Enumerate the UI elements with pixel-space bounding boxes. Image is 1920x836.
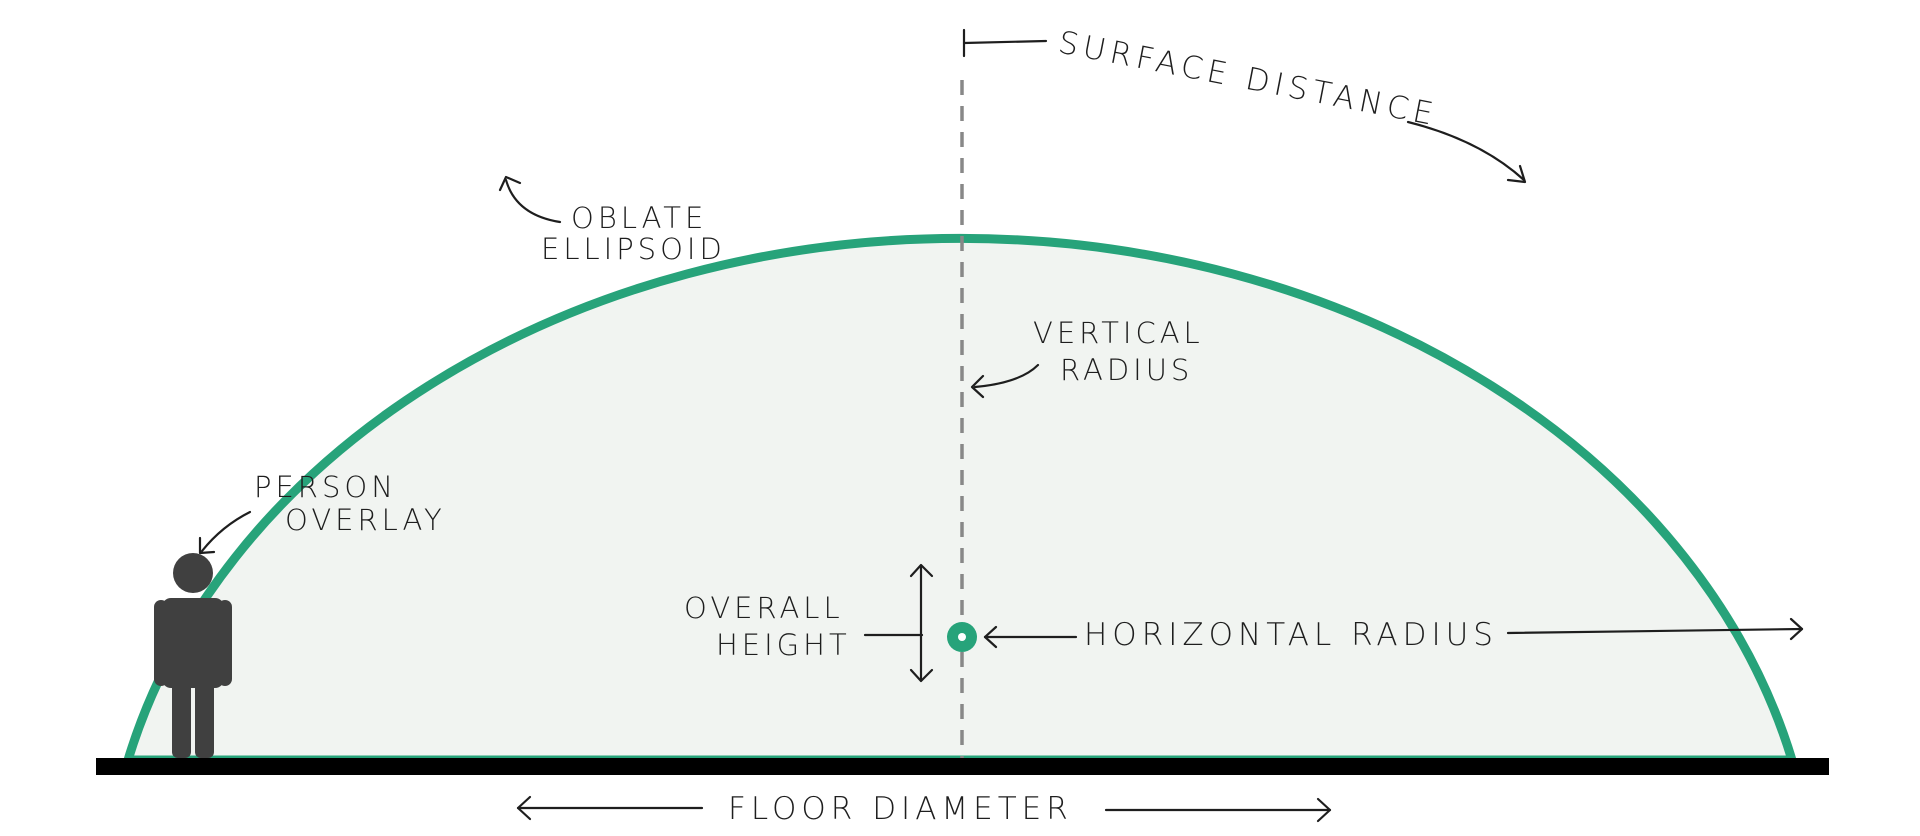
overall-label-line2: HEIGHT (716, 628, 851, 662)
surface-distance-label: SURFACE DISTANCE (1055, 25, 1440, 134)
person-label-line2: OVERLAY (285, 503, 446, 537)
center-point-icon (947, 622, 977, 652)
floor-diameter-label: FLOOR DIAMETER (728, 791, 1073, 827)
overall-label-line1: OVERALL (684, 591, 844, 625)
oblate-label-line1: OBLATE (571, 201, 707, 235)
dome-shape (123, 233, 1797, 765)
overall-height-annotation: OVERALL HEIGHT (684, 563, 934, 683)
horizontal-radius-label: HORIZONTAL RADIUS (1084, 617, 1498, 653)
vertical-radius-annotation: VERTICAL RADIUS (970, 316, 1204, 399)
person-icon (154, 553, 232, 758)
oblate-label-line2: ELLIPSOID (541, 232, 726, 266)
floor-line (96, 758, 1829, 775)
person-label-line1: PERSON (254, 470, 397, 504)
floor-diameter-annotation: FLOOR DIAMETER (516, 791, 1332, 827)
vertical-label-line1: VERTICAL (1033, 316, 1204, 350)
oblate-ellipsoid-annotation: OBLATE ELLIPSOID (498, 175, 726, 266)
surface-distance-annotation: SURFACE DISTANCE (962, 25, 1527, 184)
vertical-label-line2: RADIUS (1060, 353, 1193, 387)
person-overlay-annotation: PERSON OVERLAY (198, 470, 446, 555)
horizontal-radius-annotation: HORIZONTAL RADIUS (983, 617, 1804, 653)
